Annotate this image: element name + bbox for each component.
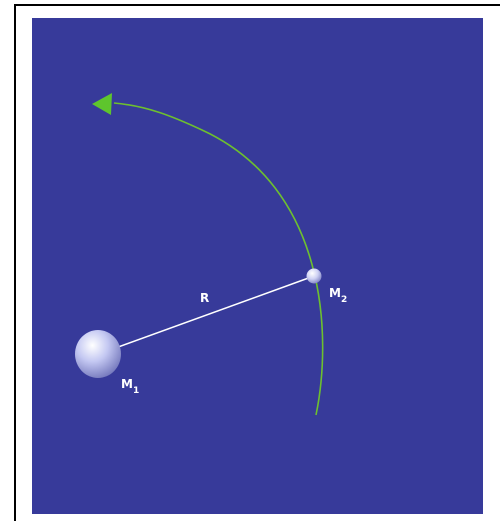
body-1-label: M1	[121, 377, 139, 396]
diagram-background	[32, 18, 483, 514]
orbit-diagram: R M2 M1	[32, 18, 483, 514]
body-2	[306, 268, 322, 284]
separation-line	[98, 275, 315, 355]
body-1-label-main: M	[121, 377, 133, 391]
sphere-icon	[75, 330, 121, 378]
body-2-label: M2	[329, 286, 347, 305]
body-2-label-sub: 2	[341, 295, 347, 305]
body-2-label-main: M	[329, 286, 341, 300]
sphere-icon	[306, 268, 322, 284]
body-1-label-sub: 1	[133, 386, 139, 396]
arrowhead-icon	[92, 93, 112, 115]
orbit-path	[113, 102, 324, 416]
separation-label: R	[200, 291, 209, 305]
diagram-canvas: R M2 M1	[32, 18, 483, 514]
body-1	[75, 330, 121, 378]
